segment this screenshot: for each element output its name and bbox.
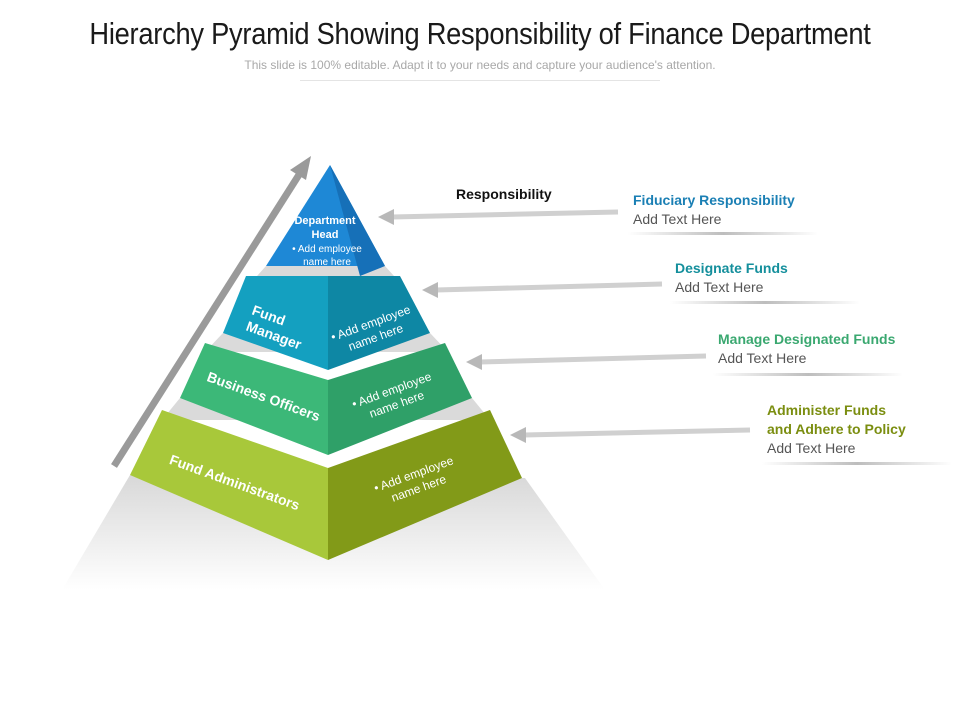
responsibility-heading: Responsibility	[456, 186, 552, 202]
card-underline-4	[762, 462, 952, 465]
card-title: Fiduciary Responsibility	[633, 192, 795, 208]
card-title: Administer Funds and Adhere to Policy	[767, 402, 906, 437]
card-designate-funds: Designate Funds Add Text Here	[675, 259, 788, 297]
label-line: Head	[312, 229, 339, 241]
card-title: Manage Designated Funds	[718, 331, 896, 347]
level-fund-administrators-right	[328, 410, 522, 560]
card-administer-funds: Administer Funds and Adhere to Policy Ad…	[767, 401, 906, 458]
card-underline-3	[713, 373, 903, 376]
responsibility-arrow-4	[510, 427, 751, 443]
card-text: Add Text Here	[675, 279, 764, 295]
card-title: Designate Funds	[675, 260, 788, 276]
title-divider	[300, 80, 660, 81]
level-fund-manager-left	[223, 276, 328, 370]
card-text: Add Text Here	[767, 440, 856, 456]
level-business-officers-left	[180, 343, 328, 455]
label-line: name here	[303, 257, 351, 268]
page-title: Hierarchy Pyramid Showing Responsibility…	[89, 16, 871, 51]
card-manage-designated-funds: Manage Designated Funds Add Text Here	[718, 330, 895, 368]
rising-arrow-shaft	[111, 168, 305, 468]
page-subtitle: This slide is 100% editable. Adapt it to…	[244, 58, 716, 72]
department-head-employee: • Add employee name here	[292, 244, 362, 268]
card-fiduciary-responsibility: Fiduciary Responsibility Add Text Here	[633, 191, 795, 229]
responsibility-arrow-1	[378, 209, 619, 225]
level-business-officers-right	[328, 343, 472, 455]
level-fund-manager-right	[328, 276, 430, 370]
card-underline-1	[628, 232, 818, 235]
level-fund-administrators-left	[130, 410, 328, 560]
responsibility-arrow-3	[466, 353, 707, 370]
responsibility-arrow-2	[422, 281, 663, 298]
label-line: • Add employee	[292, 244, 362, 255]
card-text: Add Text Here	[718, 350, 807, 366]
level-department-head-right	[330, 165, 385, 276]
label-line: Department	[294, 215, 355, 227]
rising-arrow-head	[290, 156, 311, 180]
card-underline-2	[670, 301, 860, 304]
card-text: Add Text Here	[633, 211, 722, 227]
